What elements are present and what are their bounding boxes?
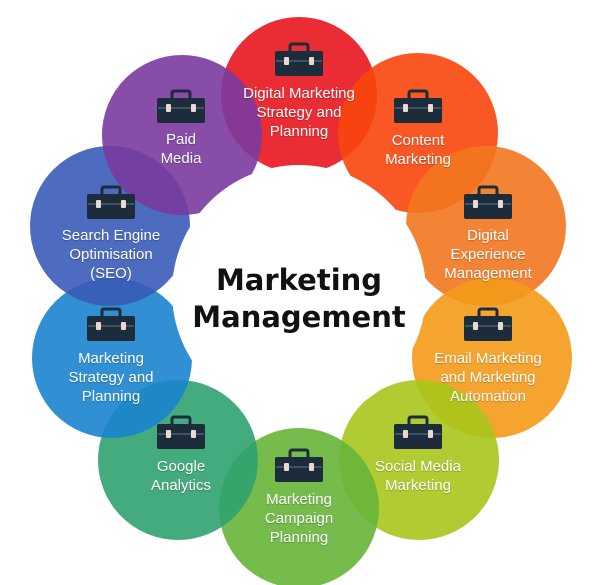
petal-label-line: Content (391, 132, 445, 149)
briefcase-icon (464, 185, 512, 219)
briefcase-icon (394, 89, 442, 123)
petal-label-line: Campaign (264, 510, 334, 527)
petal-label-line: Marketing (385, 477, 451, 494)
petal-label-line: Digital Marketing (243, 85, 355, 102)
briefcase-icon (157, 415, 205, 449)
petal-label-line: Google (156, 458, 206, 475)
petal-label-line: Planning (269, 123, 329, 140)
petal-layer (30, 17, 572, 585)
petal-label-line: Optimisation (69, 246, 153, 263)
briefcase-icon (87, 307, 135, 341)
petal-label-line: Management (444, 265, 532, 282)
center-title-line-1: Marketing (215, 263, 383, 297)
center-circle (172, 165, 426, 419)
briefcase-icon (87, 185, 135, 219)
petal-label-line: Analytics (150, 477, 212, 494)
petal-3 (406, 146, 566, 306)
center-title-line-2: Management (192, 300, 406, 334)
petal-6 (219, 428, 379, 585)
petal-label-line: Strategy and (256, 104, 342, 121)
petal-label-line: Planning (269, 529, 329, 546)
petal-5 (339, 380, 499, 540)
petal-label-line: and Marketing (440, 369, 536, 386)
petal-label-line: Automation (450, 388, 526, 405)
briefcase-icon (157, 89, 205, 123)
petal-label-line: Media (160, 150, 202, 167)
petal-label-line: Planning (81, 388, 141, 405)
petal-label-line: Social Media (375, 458, 461, 475)
petal-label-line: Paid (165, 131, 197, 148)
petal-10 (102, 55, 262, 215)
briefcase-icon (275, 42, 323, 76)
petal-label-line: Marketing (78, 350, 144, 367)
briefcase-icon (394, 415, 442, 449)
petal-label-line: Experience (450, 246, 526, 263)
petal-label-line: Email Marketing (434, 350, 542, 367)
center-title: Marketing Management (176, 262, 422, 336)
petal-label-line: Digital (467, 227, 509, 244)
briefcase-icon (464, 307, 512, 341)
petal-label-line: Marketing (385, 151, 451, 168)
petal-label-line: Strategy and (68, 369, 154, 386)
petal-label-line: Marketing (266, 491, 332, 508)
icon-layer (87, 42, 512, 482)
briefcase-icon (275, 448, 323, 482)
petal-label-line: Search Engine (61, 227, 161, 244)
petal-label-line: (SEO) (90, 265, 132, 282)
petal-8 (32, 278, 192, 438)
